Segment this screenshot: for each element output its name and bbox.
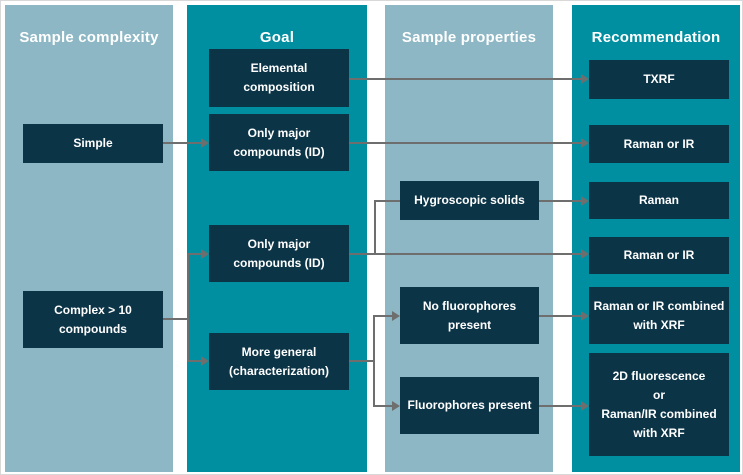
node-elemental-composition: Elemental composition <box>209 49 349 107</box>
edge-complex-to-only-major-2-arrowhead <box>201 249 209 259</box>
node-2d-fluorescence: 2D fluorescence or Raman/IR combined wit… <box>589 353 729 456</box>
edge-more-general-stub-line <box>349 360 375 362</box>
edge-only-major-1-to-raman-or-ir-1-arrowhead <box>581 138 589 148</box>
edge-fluorophores-to-2d-fluorescence-line <box>539 405 581 407</box>
node-txrf: TXRF <box>589 60 729 99</box>
edge-only-major-2-to-raman-or-ir-2-arrowhead <box>581 249 589 259</box>
node-no-fluorophores: No fluorophores present <box>400 287 539 344</box>
edge-simple-to-only-major-1-arrowhead <box>201 138 209 148</box>
node-hygroscopic-solids: Hygroscopic solids <box>400 181 539 220</box>
node-more-general: More general (characterization) <box>209 333 349 390</box>
edge-only-major-2-to-raman-or-ir-2-line <box>349 253 581 255</box>
node-fluorophores-present: Fluorophores present <box>400 377 539 434</box>
edge-only-major-1-to-raman-or-ir-1-line <box>349 142 581 144</box>
edge-only-major-2-to-hygroscopic-trunk <box>374 200 376 255</box>
node-raman: Raman <box>589 182 729 219</box>
column-header-sample-properties: Sample properties <box>401 29 537 46</box>
column-header-recommendation: Recommendation <box>591 29 721 46</box>
edge-complex-branch-trunk <box>187 253 189 362</box>
edge-only-major-2-to-hygroscopic-line <box>374 200 400 202</box>
edge-more-general-branch-trunk <box>373 315 375 407</box>
edge-hygroscopic-to-raman-line <box>539 200 581 202</box>
column-header-sample-complexity: Sample complexity <box>19 29 159 46</box>
node-raman-or-ir-1: Raman or IR <box>589 125 729 163</box>
node-raman-ir-combined-xrf: Raman or IR combined with XRF <box>589 287 729 344</box>
node-simple: Simple <box>23 124 163 163</box>
edge-hygroscopic-to-raman-arrowhead <box>581 196 589 206</box>
edge-fluorophores-to-2d-fluorescence-arrowhead <box>581 401 589 411</box>
node-only-major-compounds-1: Only major compounds (ID) <box>209 114 349 171</box>
edge-elemental-to-txrf-line <box>349 78 581 80</box>
edge-complex-to-more-general-line <box>187 360 201 362</box>
edge-complex-to-only-major-2-line <box>187 253 201 255</box>
edge-simple-to-only-major-1-line <box>163 142 201 144</box>
edge-more-general-to-fluorophores-arrowhead <box>392 401 400 411</box>
column-header-goal: Goal <box>259 29 295 46</box>
node-complex: Complex > 10 compounds <box>23 291 163 348</box>
edge-no-fluorophores-to-raman-ir-xrf-line <box>539 315 581 317</box>
node-raman-or-ir-2: Raman or IR <box>589 237 729 274</box>
column-sample-complexity: Sample complexity <box>5 5 173 472</box>
edge-more-general-to-no-fluorophores-line <box>373 315 392 317</box>
edge-complex-stub-line <box>163 318 189 320</box>
edge-complex-to-more-general-arrowhead <box>201 356 209 366</box>
edge-elemental-to-txrf-arrowhead <box>581 74 589 84</box>
edge-more-general-to-fluorophores-line <box>373 405 392 407</box>
edge-no-fluorophores-to-raman-ir-xrf-arrowhead <box>581 311 589 321</box>
node-only-major-compounds-2: Only major compounds (ID) <box>209 225 349 282</box>
edge-more-general-to-no-fluorophores-arrowhead <box>392 311 400 321</box>
